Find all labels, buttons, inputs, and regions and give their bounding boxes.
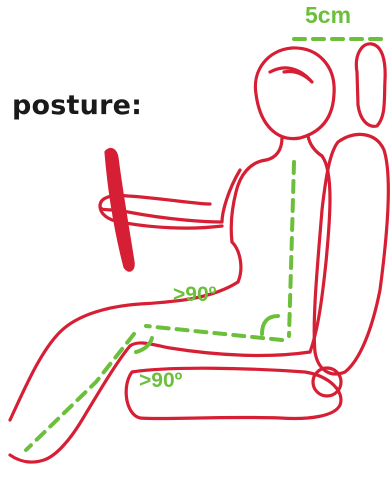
knee-angle-arc <box>136 338 152 352</box>
spine-guide <box>289 162 294 336</box>
knee-angle-label: >90º <box>139 369 182 393</box>
hair-line <box>270 68 312 82</box>
neck-back <box>308 136 322 156</box>
shin-guide <box>26 334 134 450</box>
headrest-gap-label: 5cm <box>305 2 351 29</box>
elbow <box>232 242 241 282</box>
torso-front <box>231 160 266 242</box>
hip-angle-arc <box>262 316 278 334</box>
posture-heading: posture: <box>12 90 142 121</box>
head <box>255 48 334 139</box>
hip-angle-label: >90º <box>173 283 216 307</box>
headrest <box>356 44 385 127</box>
neck <box>266 138 282 160</box>
thigh-bottom <box>130 343 310 356</box>
